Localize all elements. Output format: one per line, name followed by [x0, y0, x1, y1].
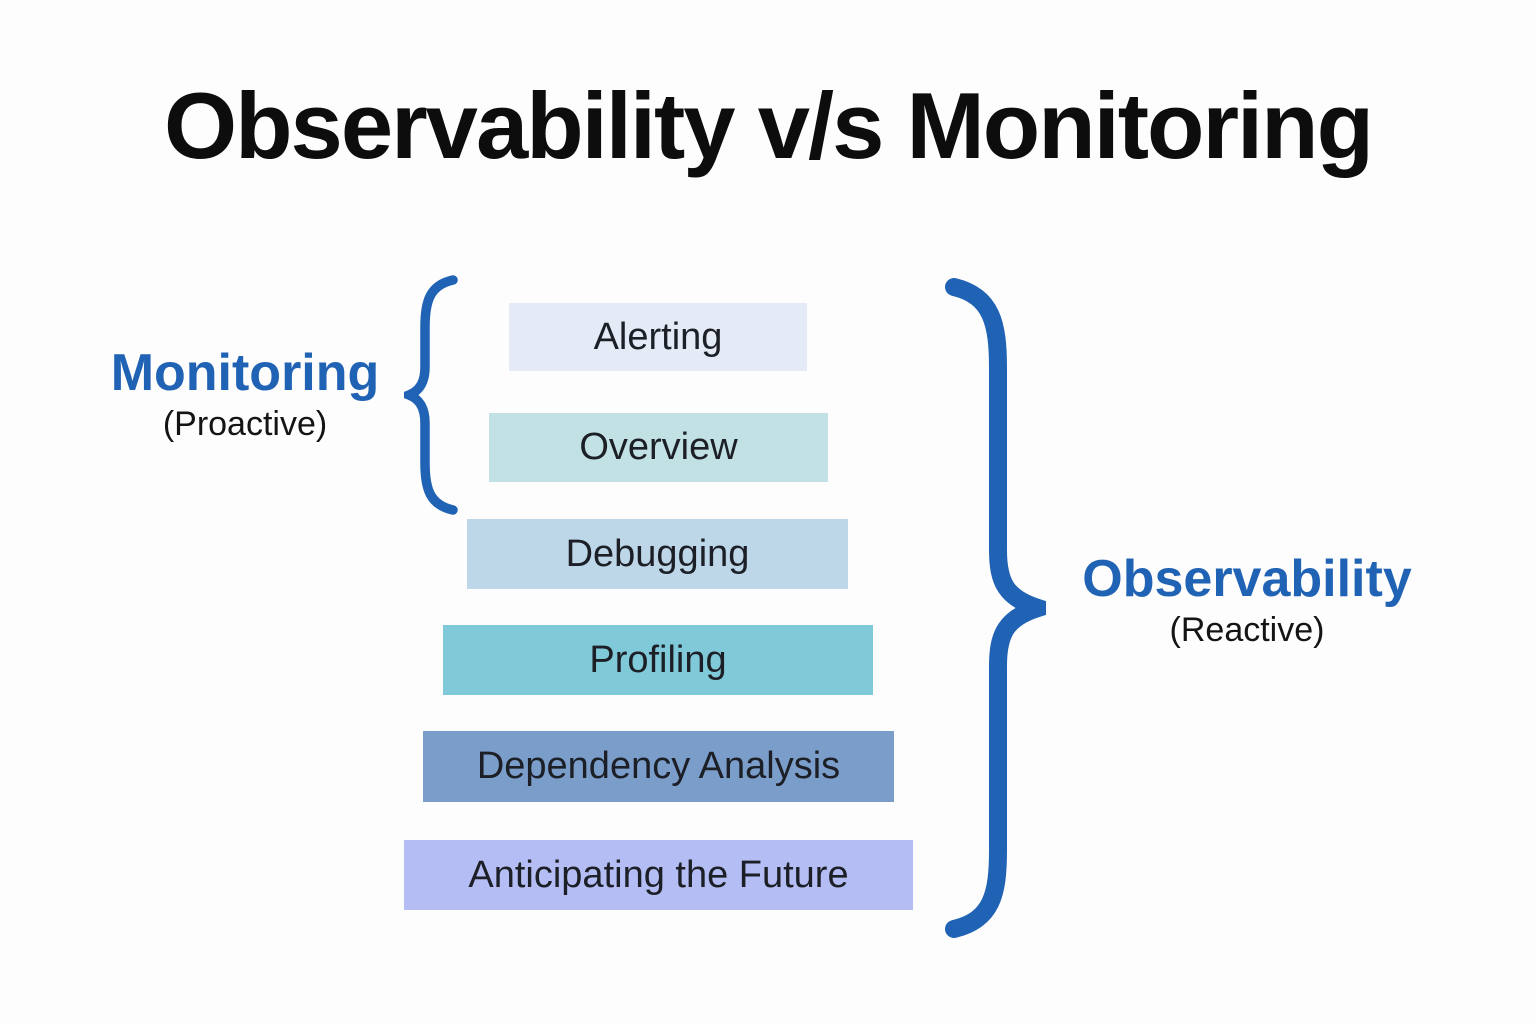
stack-layer-anticipating-the-future: Anticipating the Future	[404, 840, 913, 910]
observability-brace-icon	[945, 278, 1046, 938]
stack-layer-label: Anticipating the Future	[468, 853, 849, 896]
observability-label-group: Observability (Reactive)	[1047, 552, 1447, 650]
page-title: Observability v/s Monitoring	[164, 73, 1374, 178]
observability-brace-path	[945, 278, 1046, 938]
stack-layer-profiling: Profiling	[443, 625, 873, 695]
observability-qualifier: (Reactive)	[1169, 610, 1325, 649]
monitoring-qualifier: (Proactive)	[162, 404, 328, 443]
stack-layer-label: Dependency Analysis	[476, 745, 841, 787]
stack-layer-debugging: Debugging	[467, 519, 848, 589]
stack-layer-alerting: Alerting	[509, 303, 807, 371]
stack-layer-label: Debugging	[565, 532, 750, 575]
stack-layer-label: Profiling	[589, 638, 727, 681]
monitoring-label-group: Monitoring (Proactive)	[45, 346, 445, 444]
stack-layer-overview: Overview	[489, 413, 828, 482]
stack-layer-label: Overview	[579, 426, 738, 468]
monitoring-brace-path	[404, 275, 458, 515]
observability-label: Observability	[1082, 550, 1412, 608]
monitoring-brace-icon	[404, 275, 458, 515]
stack-layer-dependency-analysis: Dependency Analysis	[423, 731, 894, 802]
monitoring-label: Monitoring	[110, 344, 380, 402]
stack-layer-label: Alerting	[593, 315, 723, 358]
